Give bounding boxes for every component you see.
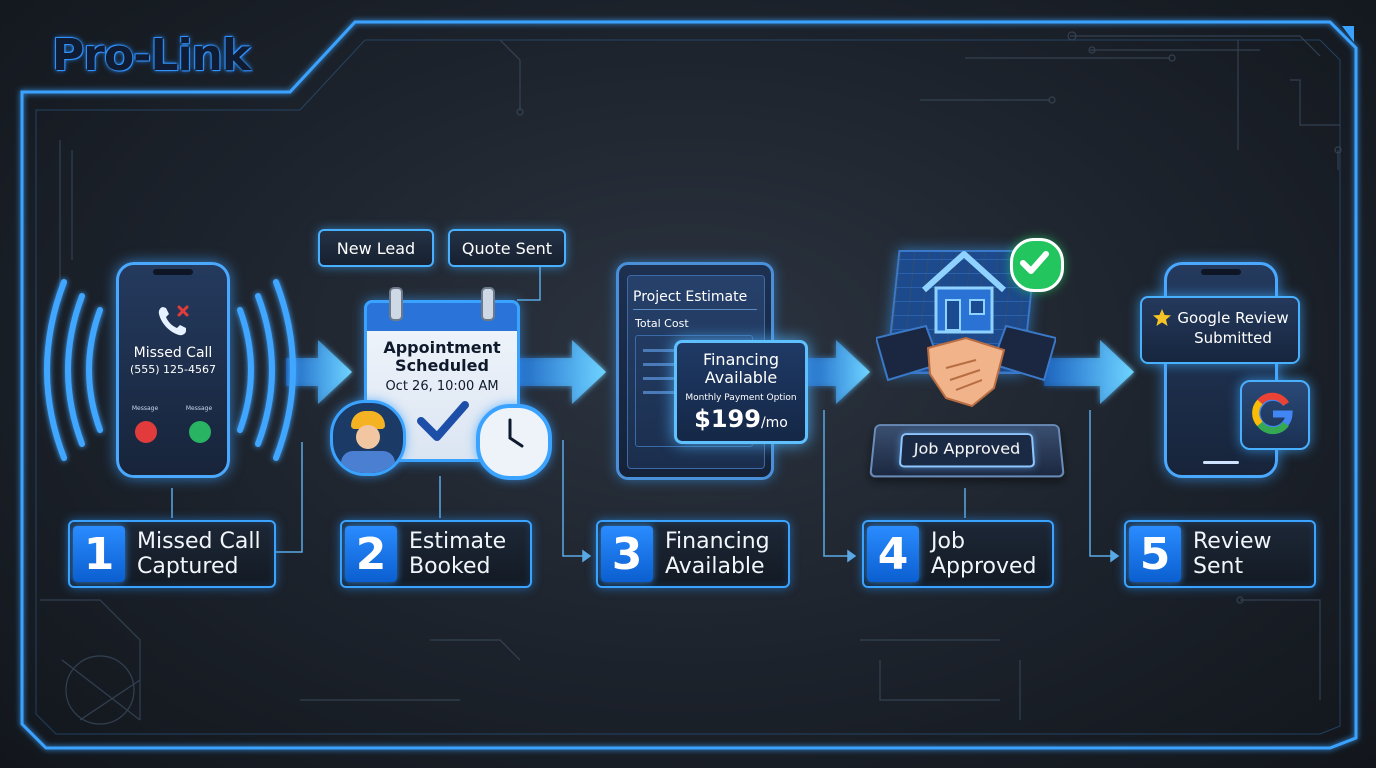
step-card-1: 1 Missed Call Captured — [68, 520, 276, 588]
step-label-2: Estimate Booked — [409, 529, 506, 579]
flow-arrow-3 — [806, 340, 870, 404]
worker-icon — [330, 400, 406, 476]
step-label-1: Missed Call Captured — [137, 529, 261, 579]
handshake-icon — [876, 318, 1056, 418]
flow-arrow-4 — [1044, 340, 1134, 404]
decline-call-button[interactable] — [135, 421, 157, 443]
message-label-right: Message — [181, 405, 217, 412]
missed-call-number: (555) 125-4567 — [119, 363, 227, 376]
step-4-line2: Approved — [931, 554, 1037, 579]
phone-notch — [153, 269, 193, 275]
phone-missed-call: Missed Call (555) 125-4567 Message Messa… — [116, 262, 230, 478]
step-2-line2: Booked — [409, 554, 506, 579]
estimate-header: Project Estimate — [633, 289, 757, 305]
step-1-line1: Missed Call — [137, 529, 261, 554]
appointment-datetime: Oct 26, 10:00 AM — [371, 379, 513, 394]
total-cost-label: Total Cost — [635, 317, 735, 330]
step-5-line1: Review — [1193, 529, 1272, 554]
step-label-3: Financing Available — [665, 529, 770, 579]
monthly-payment-label: Monthly Payment Option — [677, 393, 805, 403]
pro-link-logo: Pro-Link — [52, 30, 250, 81]
approved-checkmark-icon — [1010, 238, 1064, 292]
google-icon — [1240, 380, 1310, 450]
step-card-2: 2 Estimate Booked — [340, 520, 532, 588]
step-number-5: 5 — [1129, 526, 1181, 582]
star-icon — [1152, 308, 1172, 328]
step-3-line1: Financing — [665, 529, 770, 554]
price-row: $199/mo — [677, 405, 805, 433]
step-card-5: 5 Review Sent — [1124, 520, 1316, 588]
missed-call-title: Missed Call — [119, 345, 227, 361]
price-unit: /mo — [761, 415, 788, 431]
step-label-5: Review Sent — [1193, 529, 1272, 579]
step-number-1: 1 — [73, 526, 125, 582]
flow-arrow-2 — [514, 340, 606, 404]
clock-icon — [476, 404, 552, 480]
step-number-2: 2 — [345, 526, 397, 582]
accept-call-button[interactable] — [189, 421, 211, 443]
step-1-line2: Captured — [137, 554, 261, 579]
quote-sent-bubble: Quote Sent — [448, 229, 566, 267]
checkmark-icon — [415, 399, 471, 443]
step-3-line2: Available — [665, 554, 770, 579]
job-approved-plate: Job Approved — [869, 424, 1065, 477]
phone-icon — [153, 301, 193, 341]
google-review-text: Google Review Submitted — [1174, 308, 1292, 348]
financing-title: Financing Available — [687, 351, 795, 387]
google-review-bubble: Google Review Submitted — [1140, 296, 1300, 364]
step-number-3: 3 — [601, 526, 653, 582]
new-lead-bubble: New Lead — [318, 229, 434, 267]
step-card-3: 3 Financing Available — [596, 520, 790, 588]
step-number-4: 4 — [867, 526, 919, 582]
financing-card: Financing Available Monthly Payment Opti… — [674, 340, 808, 444]
message-label-left: Message — [127, 405, 163, 412]
appointment-title: Appointment Scheduled — [377, 339, 507, 375]
step-card-4: 4 Job Approved — [862, 520, 1054, 588]
price-value: $199 — [694, 405, 761, 433]
step-5-line2: Sent — [1193, 554, 1272, 579]
step-label-4: Job Approved — [931, 529, 1037, 579]
step-4-line1: Job — [931, 529, 1037, 554]
step-2-line1: Estimate — [409, 529, 506, 554]
job-approved-label: Job Approved — [873, 440, 1061, 458]
